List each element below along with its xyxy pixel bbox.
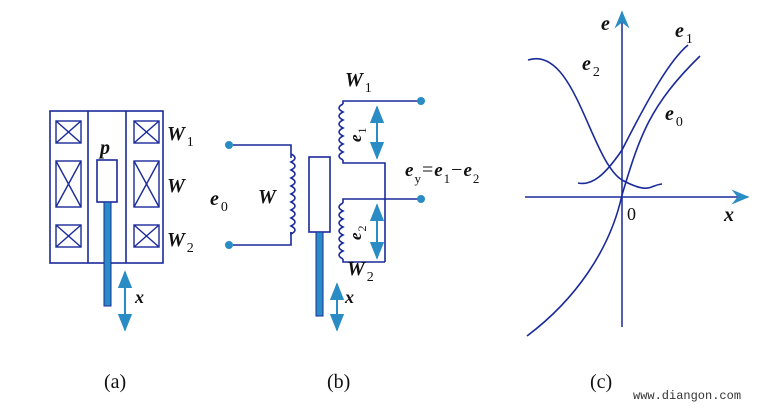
coil-w1-left xyxy=(55,120,82,144)
terminal-out-top xyxy=(417,97,425,105)
label-w-b: W xyxy=(258,186,277,208)
label-e2-b: e2 xyxy=(346,225,369,240)
coil-w1-right xyxy=(133,120,160,144)
label-e1-b: e1 xyxy=(346,127,369,142)
secondary-coil-w1 xyxy=(338,103,345,161)
core-b xyxy=(308,156,331,233)
origin-label: 0 xyxy=(627,204,636,224)
x-axis-label: x xyxy=(723,204,734,226)
secondary-coil-w2 xyxy=(338,202,345,260)
curve-e2 xyxy=(527,57,663,189)
rod-b xyxy=(315,231,324,317)
plunger-label: p xyxy=(98,137,110,159)
coil-w2-right xyxy=(133,224,160,248)
caption-b: (b) xyxy=(327,371,350,393)
y-axis-label: e xyxy=(601,13,610,35)
curve-e1 xyxy=(577,44,689,185)
watermark: www.diangon.com xyxy=(633,389,741,403)
plunger-rod xyxy=(103,201,112,307)
terminal-in-top xyxy=(225,141,233,149)
caption-c: (c) xyxy=(590,371,612,393)
primary-coil xyxy=(289,153,296,236)
coil-w-left xyxy=(55,160,82,208)
curve-e0 xyxy=(526,55,701,337)
output-equation: ey=e1−e2 xyxy=(405,159,479,186)
displacement-label-a: x xyxy=(134,287,144,307)
coil-w2-left xyxy=(55,224,82,248)
coil-w-right xyxy=(133,160,160,208)
label-w-a: W xyxy=(167,175,186,197)
terminal-out-bottom xyxy=(417,195,425,203)
caption-a: (a) xyxy=(104,371,126,393)
terminal-in-bottom xyxy=(225,241,233,249)
plunger-core xyxy=(96,159,118,203)
displacement-label-b: x xyxy=(344,287,354,307)
